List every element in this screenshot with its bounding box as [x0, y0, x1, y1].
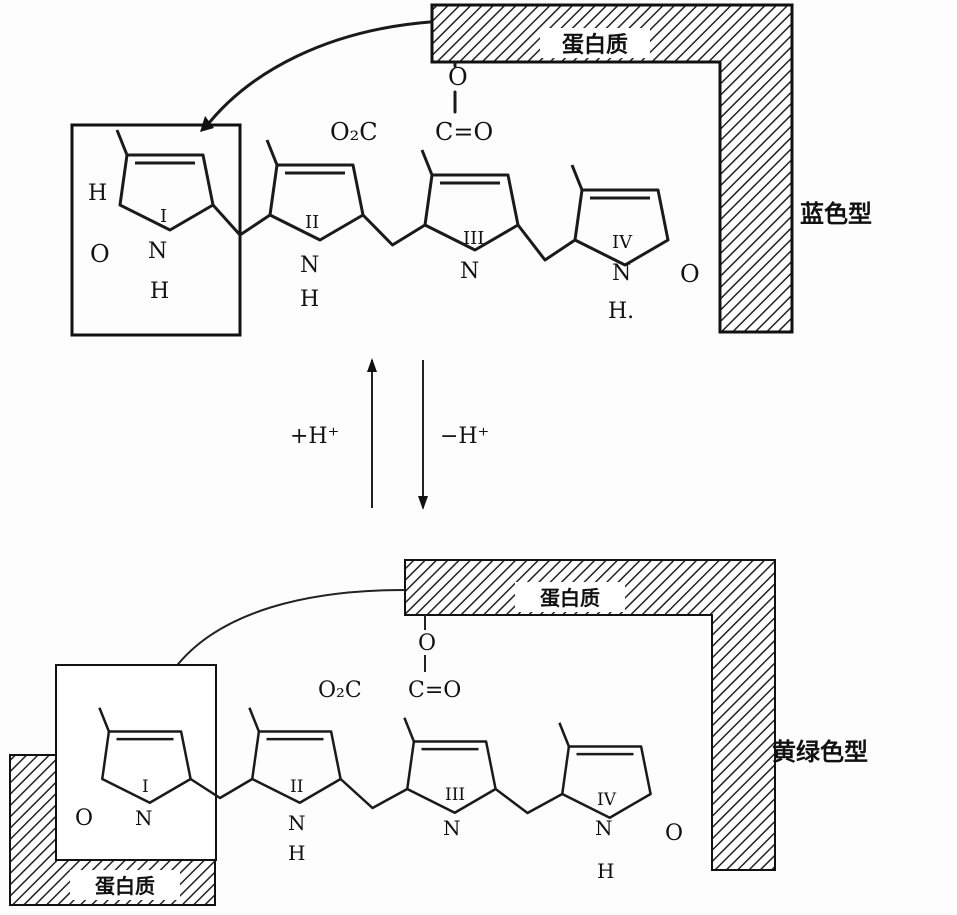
top-n1: N	[148, 239, 167, 264]
bottom-protein-label-bottom: 蛋白质	[95, 874, 155, 898]
bottom-chromophore	[98, 707, 652, 819]
bottom-h2: H	[288, 841, 305, 865]
bottom-o-ring1: O	[75, 806, 93, 831]
pyrrole-ring-3	[423, 173, 520, 252]
top-n4: N	[612, 261, 631, 286]
top-ring-label-4: IV	[612, 232, 633, 253]
top-n2: N	[300, 253, 319, 278]
methyl-substituent	[265, 139, 279, 166]
top-h1: H	[150, 279, 169, 304]
top-protein-label: 蛋白质	[562, 32, 628, 58]
methine-bridge	[516, 224, 576, 262]
methyl-substituent	[98, 707, 111, 732]
methyl-substituent	[570, 164, 584, 191]
methine-bridge	[211, 203, 271, 237]
bottom-form-label: 黄绿色型	[772, 738, 868, 766]
bottom-ring-label-1: I	[142, 777, 149, 797]
methyl-substituent	[248, 707, 261, 732]
bottom-ring-label-2: II	[290, 777, 303, 797]
top-chromophore	[115, 129, 670, 267]
methyl-substituent	[115, 129, 129, 156]
top-ester-o: O	[448, 63, 468, 91]
top-ring-label-3: III	[463, 228, 484, 249]
bottom-carboxylate: O₂C	[318, 678, 362, 703]
methyl-substituent	[558, 722, 571, 747]
top-ring-label-1: I	[160, 206, 167, 227]
bottom-ring1-box	[55, 664, 217, 861]
methine-bridge	[339, 778, 408, 810]
top-ring-label-2: II	[305, 212, 319, 233]
top-carboxylate: O₂C	[330, 118, 378, 146]
bottom-carbonyl: C=O	[408, 678, 461, 703]
pyrrole-ring-1	[101, 730, 192, 804]
top-o-ring4: O	[680, 260, 700, 288]
top-h2: H	[300, 287, 319, 312]
pyrrole-ring-2	[251, 730, 342, 804]
bottom-n2: N	[288, 811, 306, 835]
pyrrole-ring-2	[268, 163, 365, 242]
methine-bridge	[361, 213, 426, 247]
bottom-ester-o: O	[418, 631, 436, 656]
methyl-substituent	[420, 149, 434, 176]
protonate-label: +H⁺	[290, 424, 339, 449]
top-protein-block	[430, 3, 794, 334]
top-ring1-box	[70, 123, 242, 337]
deprotonate-label: −H⁺	[440, 424, 489, 449]
methine-bridge	[189, 777, 253, 800]
top-curved-arrow	[203, 20, 432, 130]
bottom-o-ring4: O	[665, 821, 683, 846]
bottom-curved-arrow	[174, 589, 406, 669]
bottom-ring-label-4: IV	[597, 790, 617, 810]
top-n3: N	[460, 259, 479, 284]
pyrrole-ring-1	[118, 153, 215, 232]
bottom-n3: N	[443, 816, 461, 840]
top-h4: H.	[608, 299, 634, 324]
pyrrole-ring-4	[561, 745, 652, 819]
pyrrole-ring-4	[573, 188, 670, 267]
down-arrowhead-icon	[418, 496, 428, 510]
top-carbonyl: C=O	[435, 118, 493, 146]
methyl-substituent	[403, 717, 416, 742]
top-form-label: 蓝色型	[800, 200, 872, 228]
pyrrole-ring-3	[406, 740, 497, 814]
methine-bridge	[494, 788, 563, 815]
bottom-n1: N	[135, 806, 153, 830]
top-o-ring1: O	[90, 240, 110, 268]
bottom-protein-label-top: 蛋白质	[540, 586, 600, 610]
bottom-protein-block	[9, 559, 776, 906]
bottom-n4: N	[595, 816, 613, 840]
up-arrowhead-icon	[367, 358, 377, 372]
top-h-ring1: H	[88, 181, 107, 206]
bottom-h4: H	[597, 859, 614, 883]
bottom-ring-label-3: III	[445, 785, 465, 805]
